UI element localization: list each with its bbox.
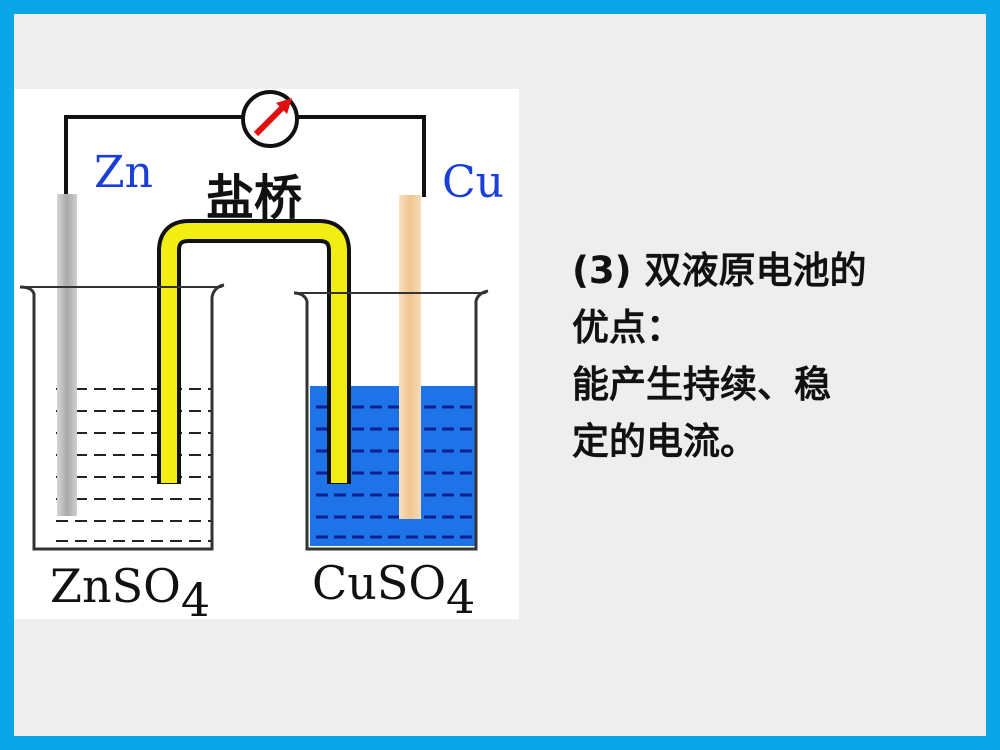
salt-bridge-fill bbox=[161, 223, 347, 483]
text-line: 优点： bbox=[572, 306, 683, 349]
slide-content-area: Zn Cu 盐桥 bbox=[14, 14, 986, 736]
copper-electrode bbox=[399, 195, 421, 519]
galvanometer-icon bbox=[241, 90, 299, 148]
left-solution-label: ZnSO4 bbox=[50, 559, 210, 619]
zinc-electrode bbox=[57, 194, 77, 516]
anode-label: Zn bbox=[94, 147, 153, 198]
znso4-solution-dashes bbox=[56, 388, 212, 542]
left-beaker bbox=[19, 283, 225, 551]
text-line: 定的电流。 bbox=[572, 420, 757, 463]
galvanic-cell-diagram: Zn Cu 盐桥 bbox=[14, 89, 519, 619]
right-solution-label: CuSO4 bbox=[312, 556, 475, 619]
cathode-label: Cu bbox=[442, 157, 504, 208]
text-line: 能产生持续、稳 bbox=[572, 363, 831, 406]
external-wire bbox=[64, 115, 426, 197]
advantage-text: (3) 双液原电池的 优点： 能产生持续、稳 定的电流。 bbox=[572, 242, 952, 470]
text-line: (3) 双液原电池的 bbox=[572, 249, 867, 292]
galvanic-cell-svg: Zn Cu 盐桥 bbox=[19, 90, 504, 619]
salt-bridge-label: 盐桥 bbox=[206, 170, 302, 226]
